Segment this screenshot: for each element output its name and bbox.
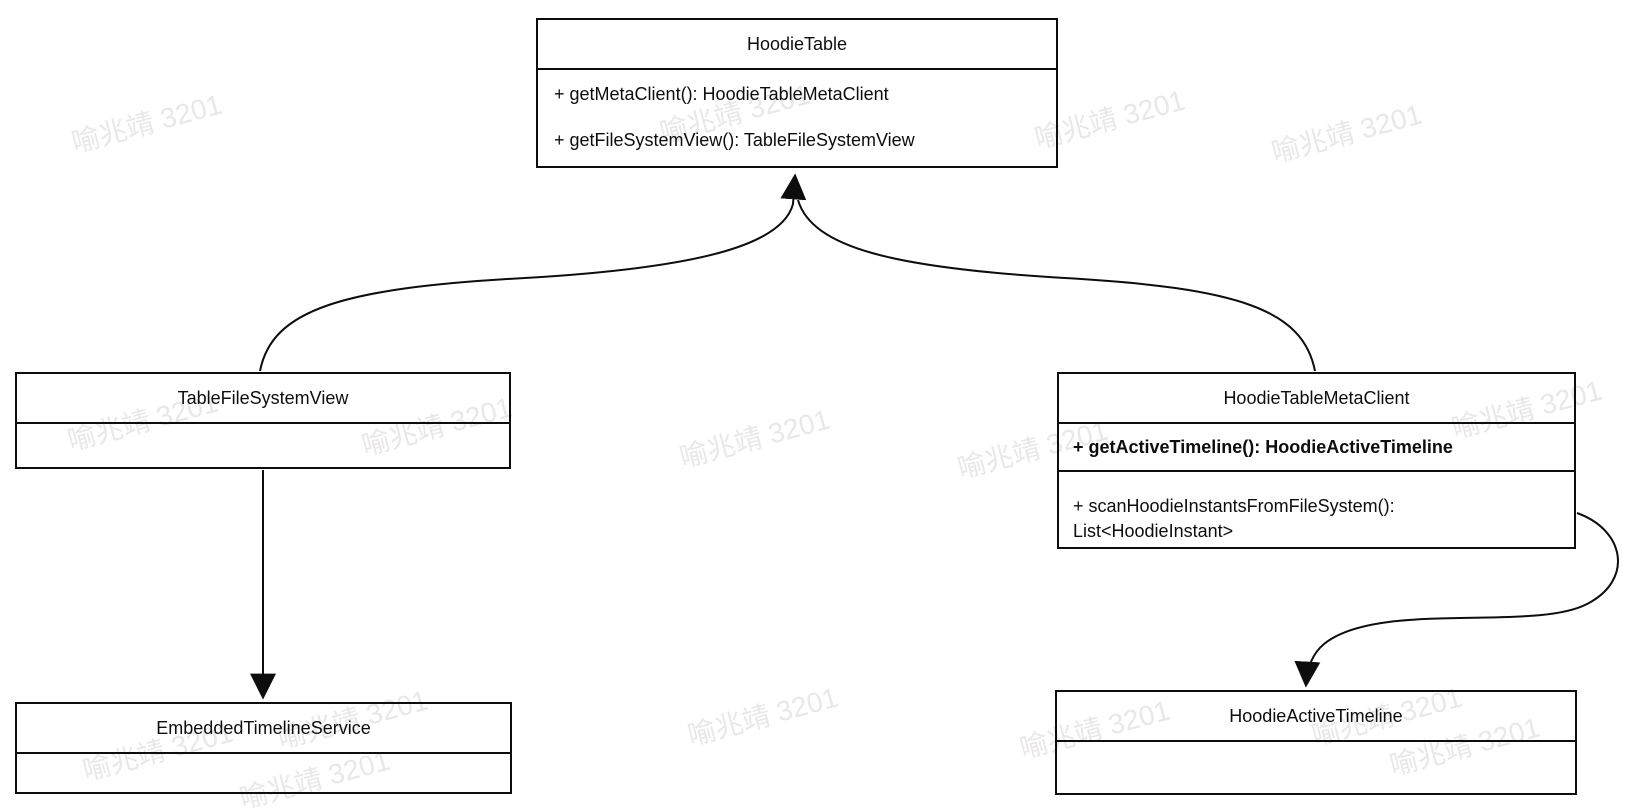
class-title-embeddedtimelineservice: EmbeddedTimelineService — [156, 717, 371, 738]
arrow-tablefilesystemview-to-hoodietable — [259, 173, 807, 372]
arrow-hoodietablemetaclient-to-hoodietable — [797, 199, 1316, 372]
class-title-hoodietable: HoodieTable — [746, 33, 848, 54]
method-getactivetimeline: + getActiveTimeline(): HoodieActiveTimel… — [1059, 422, 1574, 470]
class-methods-hoodietable: + getMetaClient(): HoodieTableMetaClient… — [538, 68, 1056, 166]
method-scanhoodieinstants-line2: List<HoodieInstant> — [1073, 521, 1234, 541]
class-empty-compartment — [17, 422, 509, 467]
class-box-hoodieactivetimeline: HoodieActiveTimeline — [1055, 690, 1577, 795]
method-getmetaclient: + getMetaClient(): HoodieTableMetaClient — [554, 84, 889, 104]
class-title-tablefilesystemview: TableFileSystemView — [177, 387, 349, 408]
method-scanhoodieinstants-line1: + scanHoodieInstantsFromFileSystem(): — [1073, 496, 1395, 516]
class-title-hoodieactivetimeline: HoodieActiveTimeline — [1229, 705, 1403, 726]
method-scanhoodieinstants: + scanHoodieInstantsFromFileSystem(): Li… — [1059, 470, 1574, 547]
method-getfilesystemview: + getFileSystemView(): TableFileSystemVi… — [554, 130, 915, 150]
arrow-hoodietablemetaclient-to-hoodieactivetimeline — [1294, 512, 1619, 688]
class-empty-compartment — [1057, 740, 1575, 793]
class-box-hoodietablemetaclient: HoodieTableMetaClient + getActiveTimelin… — [1057, 372, 1576, 549]
class-box-embeddedtimelineservice: EmbeddedTimelineService — [15, 702, 512, 794]
class-title-hoodietablemetaclient: HoodieTableMetaClient — [1223, 387, 1410, 408]
class-empty-compartment — [17, 752, 510, 792]
class-box-tablefilesystemview: TableFileSystemView — [15, 372, 511, 469]
class-box-hoodietable: HoodieTable + getMetaClient(): HoodieTab… — [536, 18, 1058, 168]
